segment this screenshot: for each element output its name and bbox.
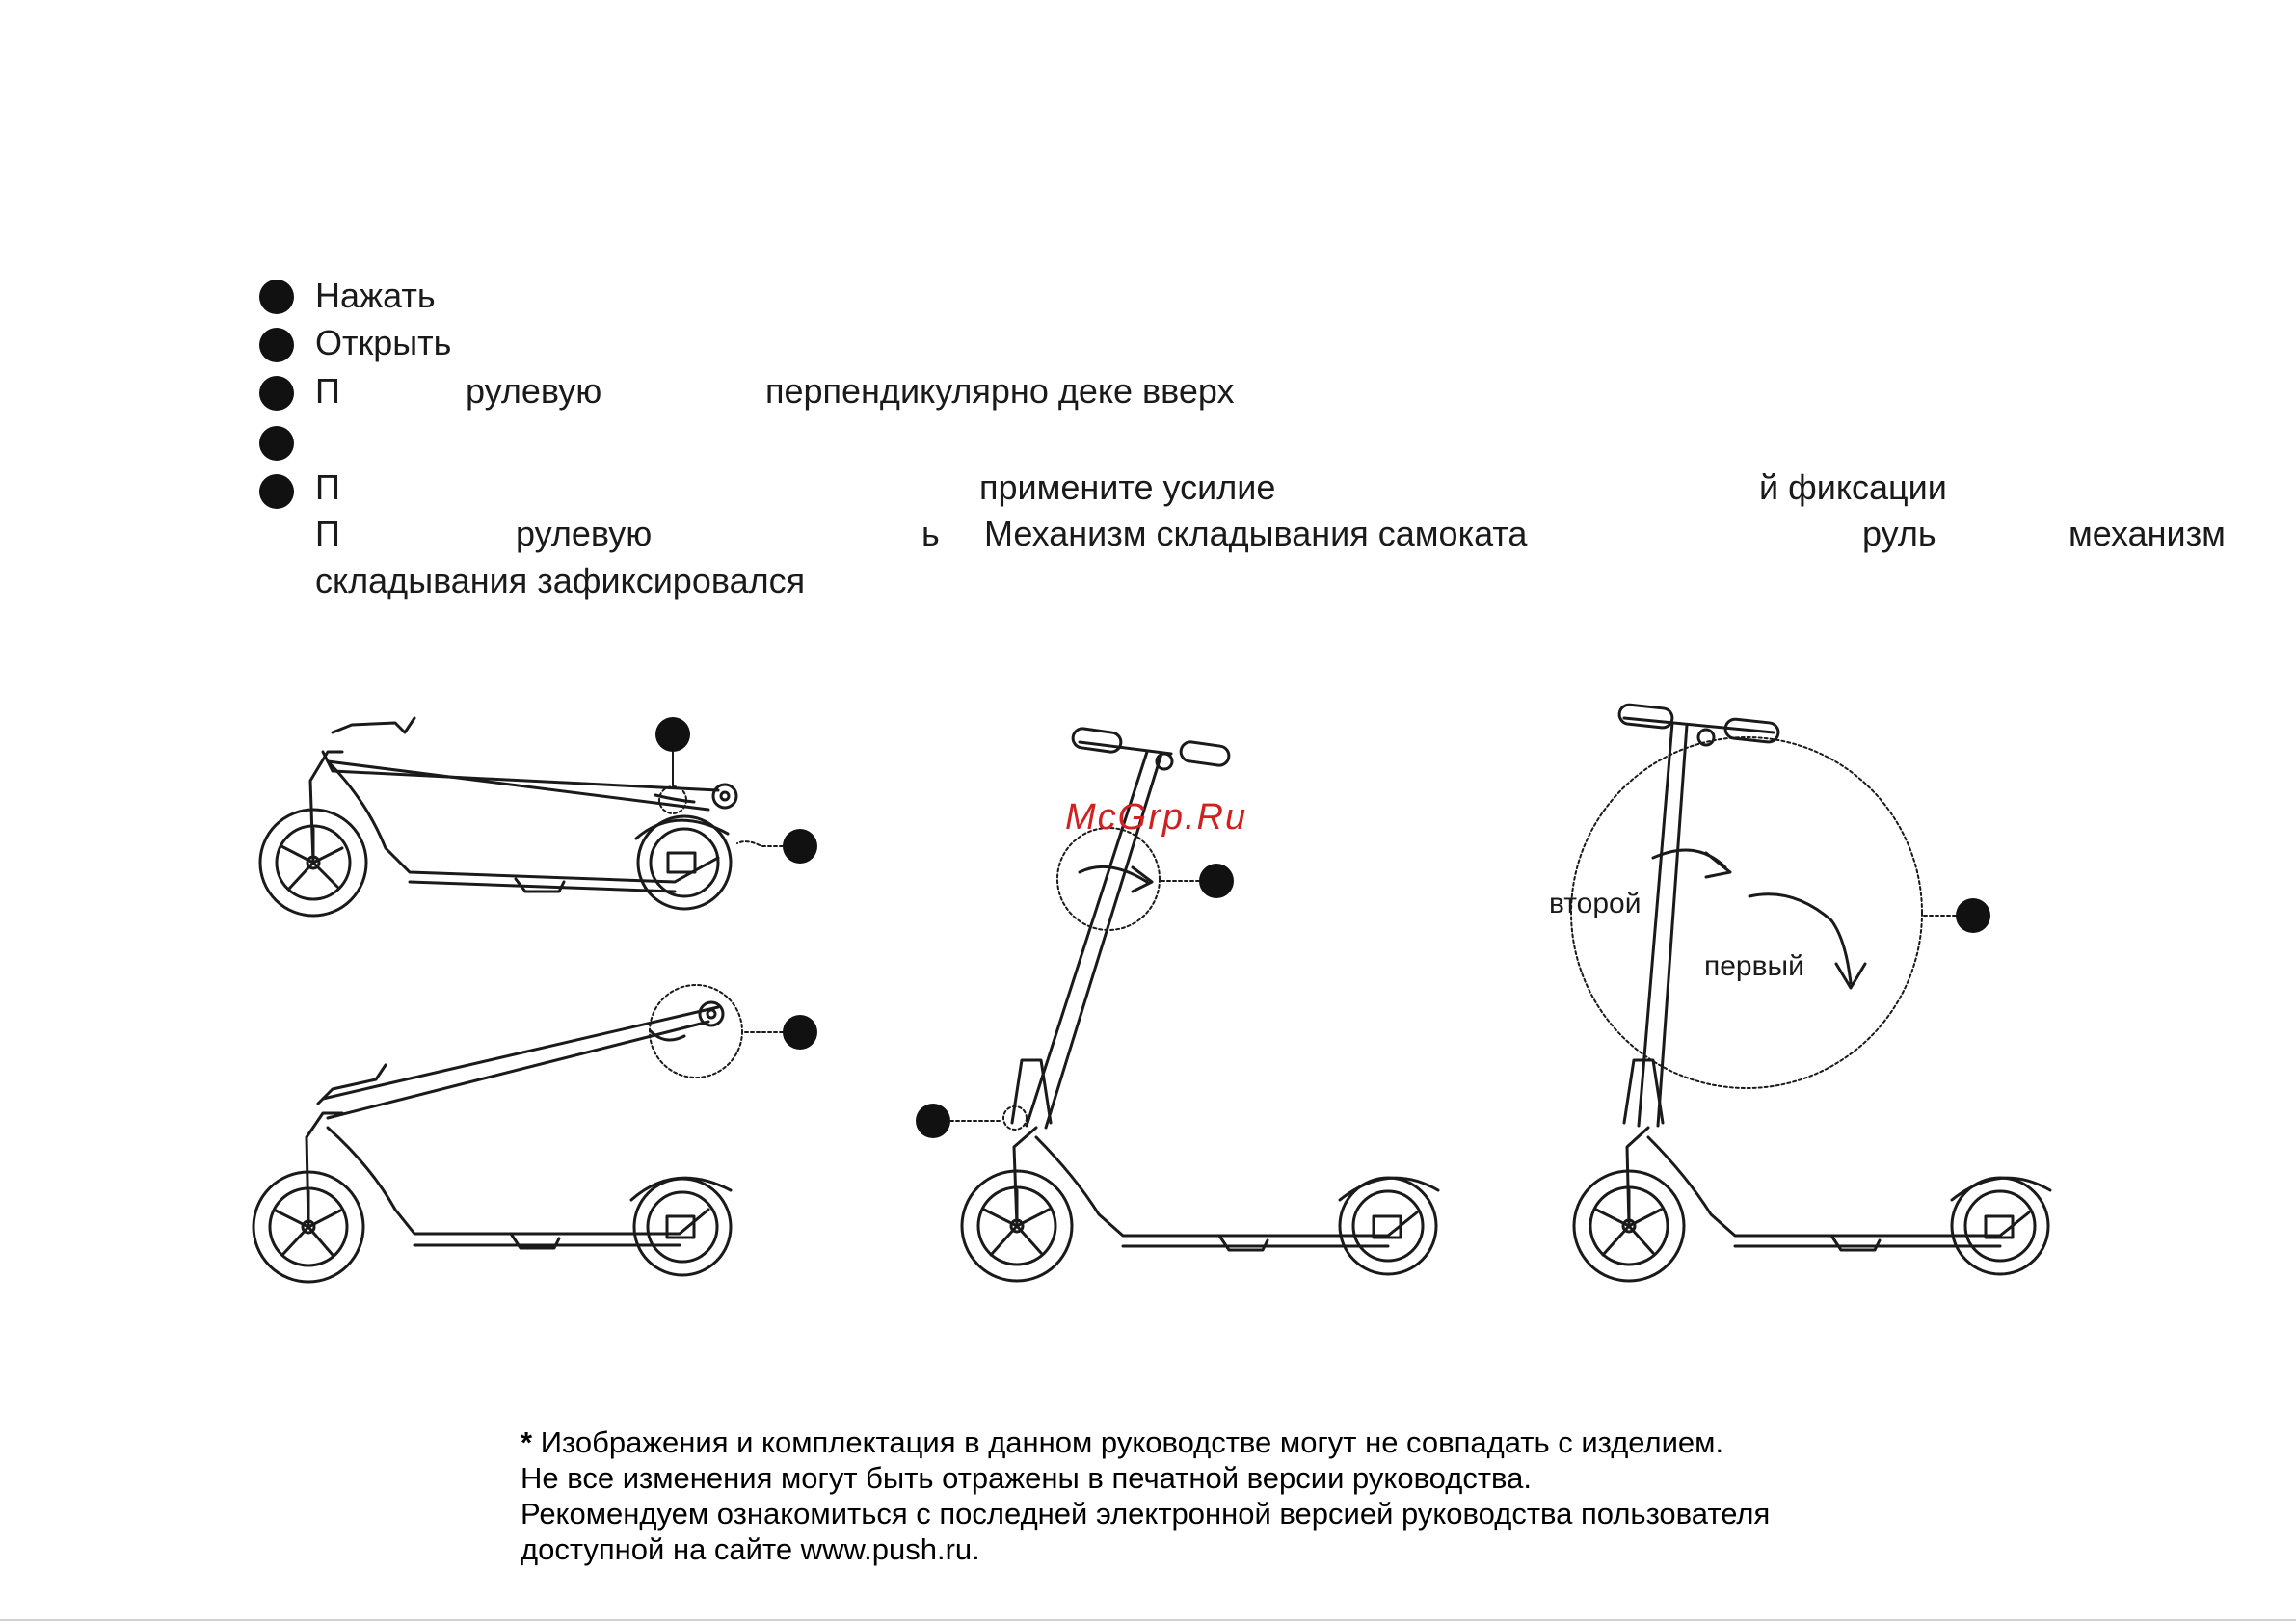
callout-dot-f [1956,898,1990,933]
page-bottom-rule [0,1619,2296,1621]
scooter-unfolded-3 [960,727,1440,1283]
label-second: второй [1549,888,1642,919]
step-3-word-2: перпендикулярно деке вверх [765,371,1235,411]
step-3-p: П [315,371,340,411]
callout-dot-a [655,717,690,752]
step-5b-word-1: рулевую [516,514,653,553]
step-bullet-5 [259,474,294,509]
step-bullet-2 [259,328,294,362]
step-bullet-4 [259,426,294,461]
step-5-word-1: примените усилие [979,467,1276,507]
footnote-star: * [521,1425,533,1459]
callout-dot-c [783,1015,817,1050]
scooter-folded-1 [258,716,738,918]
detail-circle [1570,736,1923,1089]
step-1-text: Нажать [315,276,436,315]
footnote-line-1-text: Изображения и комплектация в данном руко… [532,1425,1724,1459]
footnote-line-2: Не все изменения могут быть отражены в п… [521,1461,1533,1495]
step-5b-word-2: ь [921,514,940,553]
footnote-line-1: * Изображения и комплектация в данном ру… [521,1424,1723,1460]
footnote-line-3: Рекомендуем ознакомиться с последней эле… [521,1497,1771,1531]
step-5c-text: складывания зафиксировался [315,561,806,600]
step-2-text: Открыть [315,323,452,362]
label-first: первый [1704,950,1804,982]
scooter-unfolded-4 [1572,703,2052,1283]
step-5b-word-5: механизм [2069,514,2226,553]
step-3-word-1: рулевую [466,371,602,411]
footnote-line-4: доступной на сайте www.push.ru. [521,1532,980,1566]
scooter-folded-2 [252,1000,733,1284]
callout-dot-d [1199,864,1234,898]
step-bullet-3 [259,376,294,411]
step-5b-word-3: Механизм складывания самоката [984,514,1528,553]
callout-dot-e [916,1104,950,1138]
watermark-text: McGrp.Ru [1065,797,1247,838]
step-5-p: П [315,467,340,507]
step-5-word-2: й фиксации [1759,467,1947,507]
callout-dot-b [783,829,817,864]
step-bullet-1 [259,280,294,314]
step-5b-p: П [315,514,340,553]
step-5b-word-4: руль [1862,514,1936,553]
